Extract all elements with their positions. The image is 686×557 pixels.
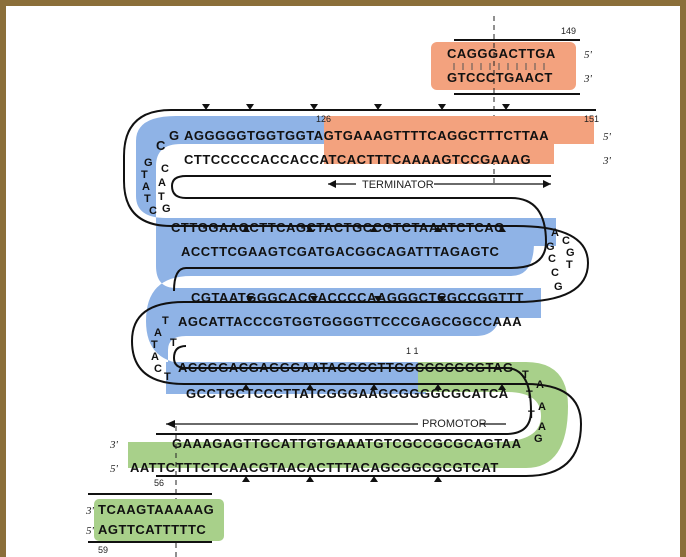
row2-upper-strand: CTTGGAAGCTTCAGCTACTGCCGTCTAAATCTCAG	[171, 220, 505, 235]
row3-lower-strand: AGCATTACCCGTGGTGGGGTTCCCGAGCGGCCAAA	[178, 314, 522, 329]
loop4-base-0: T	[522, 369, 529, 381]
bottom-sequence-box: 3' 5' TCAAGTAAAAAG AGTTCATTTTTC 59	[85, 494, 224, 555]
row1-lower-end: 3'	[602, 155, 612, 167]
loop4-base-2: T	[526, 389, 533, 401]
terminator-arrow: TERMINATOR	[328, 178, 551, 191]
loop1-base-1: T	[141, 169, 148, 181]
bottom-box-number: 59	[98, 545, 108, 555]
row1-number-right: 151	[584, 114, 599, 124]
loop1-base-0: G	[144, 157, 153, 169]
row5-lower-end: 5'	[110, 463, 119, 475]
loop2-base-7: G	[554, 281, 563, 293]
loop3-base-4: C	[154, 363, 162, 375]
dna-diagram: 149 CAGGGACTTGA GTCCCTGAACT 5' 3'	[6, 6, 680, 557]
row1-lower-strand: CTTCCCCCACCACCATCACTTTCAAAAGTCCGAAAG	[184, 152, 531, 167]
bottom-box-lower-strand: AGTTCATTTTTC	[98, 522, 206, 537]
row4-lower-strand: GCCTGCTCCCTTATCGGGAAGCGGGGCGCATCA	[186, 386, 509, 401]
loop4-base-4: T	[528, 409, 535, 421]
bottom-box-lower-end: 5'	[86, 525, 95, 537]
row1-loop-c: C	[156, 138, 166, 153]
loop1-pair-0: C	[161, 163, 169, 175]
loop4-base-6: G	[534, 433, 543, 445]
row5-number-left: 56	[154, 478, 164, 488]
loop3-base-1: A	[154, 327, 162, 339]
loop3-base-6: T	[170, 337, 177, 349]
loop1-base-4: C	[149, 205, 157, 217]
row1-upper-strand: AGGGGGTGGTGGTAGTGAAAGTTTTCAGGCTTTCTTAA	[184, 128, 549, 143]
loop4-base-5: A	[538, 421, 546, 433]
loop2-base-5: C	[548, 253, 556, 265]
loop2-base-6: C	[551, 267, 559, 279]
row1-loop-g: G	[169, 128, 180, 143]
row5-upper-strand: GAAAGAGTTGCATTGTGAAATGTCGCCGCGCAGTAA	[172, 436, 522, 451]
loop4-base-1: A	[536, 379, 544, 391]
figure-panel: 149 CAGGGACTTGA GTCCCTGAACT 5' 3'	[6, 6, 686, 557]
loop2-base-0: A	[551, 227, 559, 239]
row2-lower-strand: ACCTTCGAAGTCGATGACGGCAGATTTAGAGTC	[181, 244, 499, 259]
top-box-lower-end: 3'	[583, 73, 593, 85]
loop2-base-3: T	[566, 259, 573, 271]
loop3-base-3: A	[151, 351, 159, 363]
terminator-label: TERMINATOR	[362, 179, 434, 191]
loop1-pair-1: A	[158, 177, 166, 189]
loop1-base-3: T	[144, 193, 151, 205]
loop1-pair-3: G	[162, 203, 171, 215]
bottom-box-upper-strand: TCAAGTAAAAAG	[98, 502, 214, 517]
loop3-base-5: T	[164, 371, 171, 383]
loop2-base-4: G	[546, 241, 555, 253]
loop3-base-0: T	[162, 315, 169, 327]
loop2-base-2: G	[566, 247, 575, 259]
row4-upper-strand: ACCGGACGAGGGAATAGCCCTTCGCCCCGCGTAG	[178, 360, 513, 375]
top-box-upper-strand: CAGGGACTTGA	[447, 46, 556, 61]
top-box-upper-end: 5'	[584, 49, 593, 61]
row3-upper-strand: CGTAATGGGCACCACCCCAAGGGCTCGCCGGTTT	[191, 290, 524, 305]
loop3-base-2: T	[151, 339, 158, 351]
top-box-number: 149	[561, 26, 576, 36]
row4-marker: 1 1	[406, 346, 419, 356]
row1-number-left: 126	[316, 114, 331, 124]
promotor-label: PROMOTOR	[422, 418, 487, 430]
loop1-pair-2: T	[158, 191, 165, 203]
row5-lower-strand: AATTCTTTCTCAACGTAACACTTTACAGCGGCGCGTCAT	[130, 460, 499, 475]
promotor-arrow: PROMOTOR	[166, 417, 506, 430]
row5-upper-end: 3'	[109, 439, 119, 451]
top-sequence-box: 149 CAGGGACTTGA GTCCCTGAACT 5' 3'	[431, 26, 593, 94]
loop1-base-2: A	[142, 181, 150, 193]
row1-upper-end: 5'	[603, 131, 612, 143]
row2-right-loop: A C G T G C C G	[546, 227, 575, 293]
loop4-base-3: A	[538, 401, 546, 413]
bottom-box-upper-end: 3'	[85, 505, 95, 517]
loop2-base-1: C	[562, 235, 570, 247]
top-box-lower-strand: GTCCCTGAACT	[447, 70, 553, 85]
